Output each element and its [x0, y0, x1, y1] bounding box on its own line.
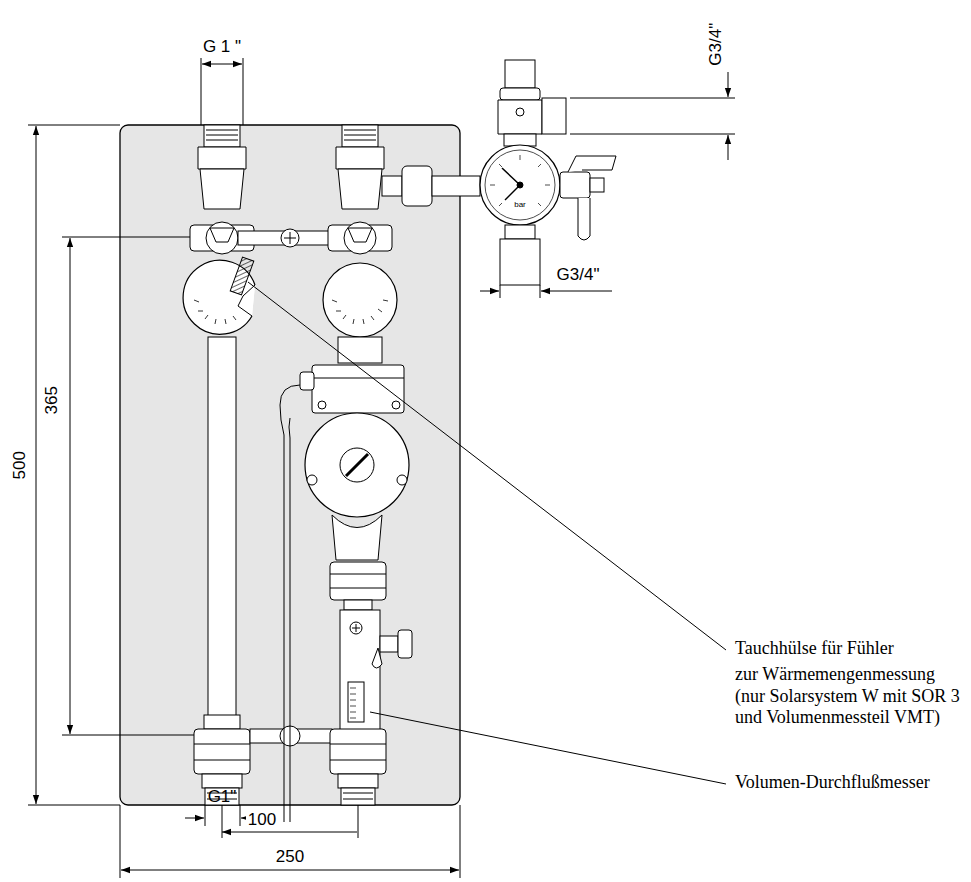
callout-text: Volumen-Durchflußmesser [735, 772, 930, 794]
leader-line [248, 282, 726, 650]
thread-dimension: G3/4" [706, 23, 726, 66]
thread-dimension: G 1 " [203, 37, 241, 57]
dimension-value: 365 [42, 386, 62, 414]
callout-text: Tauchhülse für Fühler [735, 638, 894, 660]
immersion-sleeve [230, 257, 254, 295]
callout-text: zur Wärmemengenmessung (nur Solarsystem … [735, 664, 967, 729]
dimension-value: 100 [246, 810, 278, 830]
thread-dimension: G1" [208, 787, 237, 807]
dimension-value: 250 [274, 847, 306, 867]
thread-dimension: G3/4" [557, 265, 600, 285]
dimension-value: 500 [10, 451, 30, 479]
gauge-unit: bar [512, 200, 528, 210]
leader-line [370, 712, 726, 784]
